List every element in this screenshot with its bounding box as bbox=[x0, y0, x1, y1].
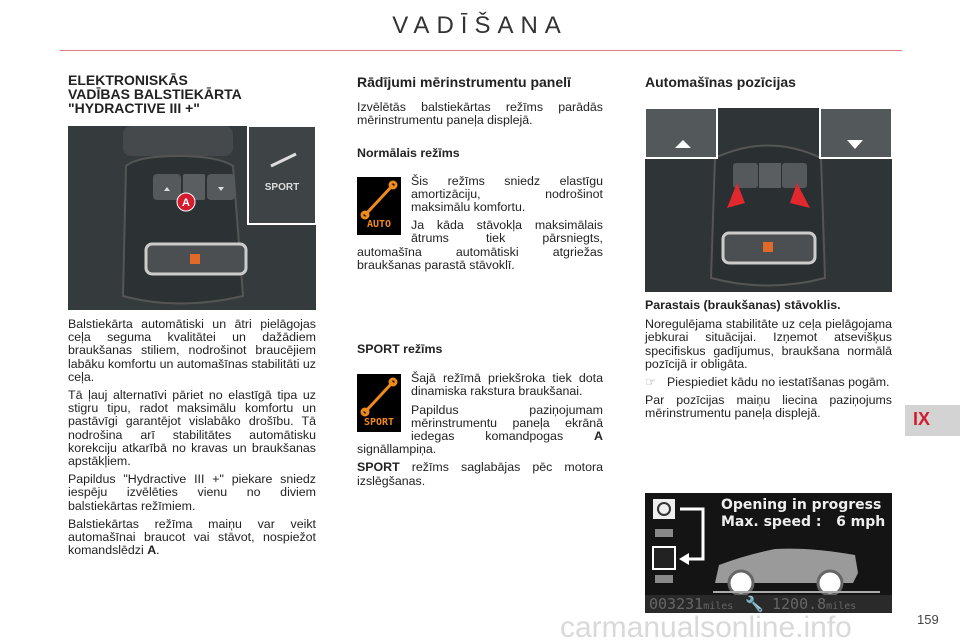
text: Balstiekārtas režīma maiņu var veikt aut… bbox=[68, 516, 316, 558]
paragraph: Papildus paziņojumam mērinstrumentu pane… bbox=[357, 402, 603, 457]
height-buttons-illustration bbox=[645, 108, 892, 292]
height-buttons-photo bbox=[645, 108, 892, 292]
sport-mode-heading: SPORT režīms bbox=[357, 342, 443, 356]
paragraph: Papildus "Hydractive III +" piekare snie… bbox=[68, 472, 316, 513]
paragraph: Balstiekārta automātiski un ātri pielāgo… bbox=[68, 317, 316, 384]
section-heading: Automašīnas pozīcijas bbox=[645, 74, 796, 90]
text: . bbox=[156, 543, 160, 558]
red-arrow-left bbox=[727, 183, 745, 208]
section-heading: Rādījumi mērinstrumentu panelī bbox=[357, 74, 571, 90]
paragraph: Noregulējama stabilitāte uz ceļa pielāgo… bbox=[645, 317, 892, 371]
paragraph: Ja kāda stāvokļa maksimālais ātrums tiek… bbox=[357, 218, 603, 272]
auto-suspension-icon: AUTO bbox=[357, 176, 401, 235]
red-arrow-right bbox=[790, 183, 810, 208]
paragraph: Par pozīcijas maiņu liecina paziņojums m… bbox=[645, 393, 892, 421]
watermark: carmanualsonline.info bbox=[560, 611, 852, 644]
heading-line: ELEKTRONISKĀS bbox=[68, 72, 188, 88]
intro-paragraph: Izvēlētās balstiekārtas režīms parādās m… bbox=[357, 100, 603, 128]
odometer-value: 003231 bbox=[649, 595, 704, 613]
trip-value: 1200.8 bbox=[771, 595, 827, 613]
display-line: Max. speed : 6 mph bbox=[721, 514, 886, 530]
console-photo: A SPORT bbox=[68, 126, 316, 310]
page-title: VADĪŠANA bbox=[392, 12, 568, 39]
left-column: ELEKTRONISKĀS VADĪBAS BALSTIEKĀRTA "HYDR… bbox=[68, 73, 316, 115]
middle-column: Rādījumi mērinstrumentu panelī Izvēlētās… bbox=[357, 75, 603, 277]
raise-arrow-icon bbox=[675, 140, 691, 148]
left-text: Balstiekārta automātiski un ātri pielāgo… bbox=[68, 317, 316, 562]
bold-a: A bbox=[594, 429, 603, 444]
paragraph: Tā ļauj alternatīvi pāriet no elastīgā t… bbox=[68, 388, 316, 469]
lower-arrow-icon bbox=[847, 140, 863, 149]
paragraph: Šis režīms sniedz elastīgu amortizāciju,… bbox=[411, 173, 603, 215]
trip-unit: miles bbox=[826, 601, 857, 612]
inset-sport-label: SPORT bbox=[265, 182, 299, 193]
chapter-tab[interactable]: IX bbox=[905, 405, 960, 436]
subheading: Parastais (braukšanas) stāvoklis. bbox=[645, 298, 841, 312]
sport-suspension-icon: SPORT bbox=[357, 374, 401, 433]
section-heading: ELEKTRONISKĀS VADĪBAS BALSTIEKĀRTA "HYDR… bbox=[68, 73, 316, 115]
paragraph: Balstiekārtas režīma maiņu var veikt aut… bbox=[68, 516, 316, 558]
odometer: 003231miles🔧1200.8miles bbox=[649, 595, 856, 613]
title-divider bbox=[60, 50, 902, 51]
display-line: Opening in progress bbox=[721, 497, 882, 513]
bullet-item: ☞ Piespiediet kādu no iestatīšanas pogām. bbox=[645, 375, 892, 390]
paragraph: Šajā režīmā priekšroka tiek dota dinamis… bbox=[411, 371, 603, 399]
icon-label: SPORT bbox=[363, 417, 395, 428]
text: režīms saglabājas pēc motora izslēgšanas… bbox=[357, 460, 603, 488]
heading-line: VADĪBAS BALSTIEKĀRTA bbox=[68, 86, 242, 102]
text: Piespiediet kādu no iestatīšanas pogām. bbox=[667, 375, 890, 390]
callout-a: A bbox=[182, 197, 190, 209]
console-illustration: A SPORT bbox=[68, 126, 316, 310]
bold-a: A bbox=[147, 543, 157, 558]
text: signāllampiņa. bbox=[357, 442, 437, 457]
right-column: Automašīnas pozīcijas bbox=[645, 75, 892, 89]
icon-label: AUTO bbox=[366, 219, 392, 231]
bold-sport: SPORT bbox=[357, 460, 400, 475]
heading-line: "HYDRACTIVE III +" bbox=[68, 100, 200, 116]
normal-mode-heading: Normālais režīms bbox=[357, 146, 460, 161]
text: Papildus paziņojumam mērinstrumentu pane… bbox=[411, 402, 603, 444]
paragraph: SPORT režīms saglabājas pēc motora izslē… bbox=[357, 460, 603, 488]
pointing-hand-icon: ☞ bbox=[645, 375, 657, 390]
page-number: 159 bbox=[917, 612, 939, 627]
right-text: Parastais (braukšanas) stāvoklis. Noregu… bbox=[645, 298, 892, 426]
odometer-unit: miles bbox=[703, 601, 734, 612]
sport-section: SPORT režīms SPORT Šajā režīmā priekšrok… bbox=[357, 342, 603, 493]
wrench-icon: 🔧 bbox=[745, 595, 764, 613]
